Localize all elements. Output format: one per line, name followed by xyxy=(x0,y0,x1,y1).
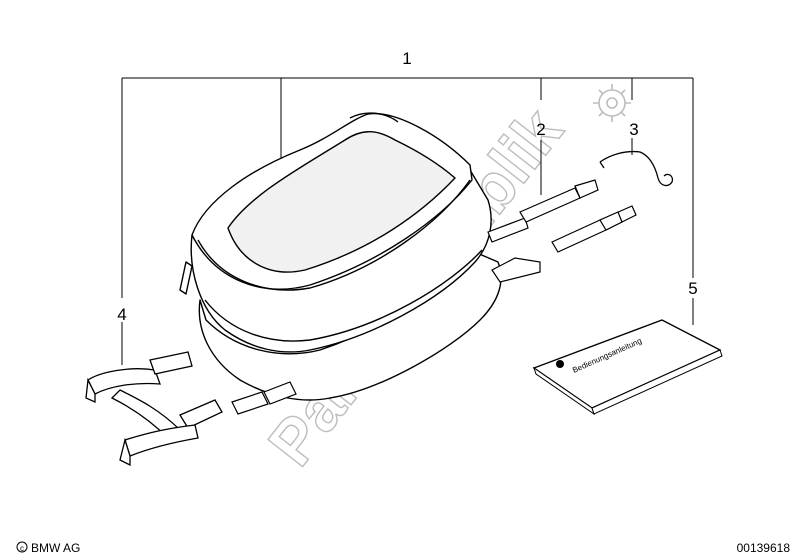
strap-bag-right-lower xyxy=(491,257,541,283)
callout-4: 4 xyxy=(117,305,126,324)
copyright-glyph: c xyxy=(20,544,24,553)
strap-part-2 xyxy=(519,179,637,253)
wire-hook-part-3 xyxy=(599,150,674,187)
zipper-pull xyxy=(179,261,193,295)
callout-3: 3 xyxy=(629,120,638,139)
callout-5: 5 xyxy=(688,279,697,298)
bmw-logo-icon xyxy=(556,360,564,368)
instruction-booklet: Bedienungsanleitung xyxy=(532,319,723,416)
footer-diagram-number: 00139618 xyxy=(737,541,791,555)
strap-bag-left-rear xyxy=(263,381,297,405)
map-pocket xyxy=(227,131,456,273)
copyright-icon xyxy=(16,541,28,553)
footer-copyright: BMW AG xyxy=(31,541,80,555)
tank-bag xyxy=(179,112,502,401)
callout-2: 2 xyxy=(536,120,545,139)
strap-bag-left-front xyxy=(231,391,269,415)
watermark-gear-icon xyxy=(593,84,631,122)
strap-bag-right-upper xyxy=(487,217,529,243)
callout-1: 1 xyxy=(402,49,411,68)
bag-straps xyxy=(231,217,541,415)
tank-bag-base xyxy=(198,249,502,401)
harness-part-4 xyxy=(85,351,223,467)
